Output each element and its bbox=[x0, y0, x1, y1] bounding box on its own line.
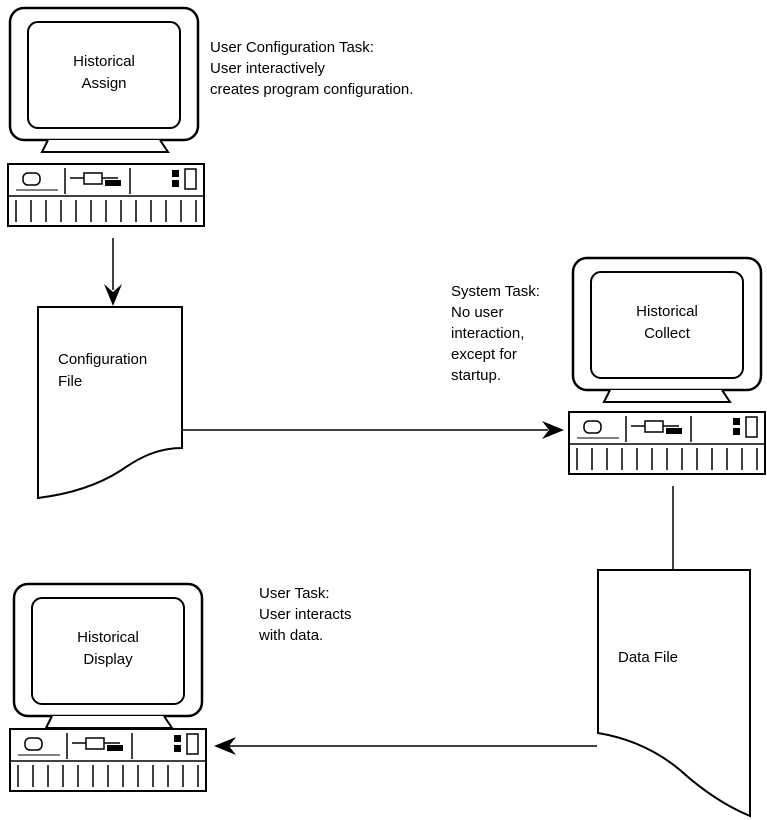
computer-assign: Historical Assign bbox=[8, 8, 204, 226]
pc-base-assign bbox=[8, 164, 204, 226]
note-system-line5: startup. bbox=[451, 367, 501, 384]
config-file-label-line1: Configuration bbox=[58, 351, 147, 368]
data-file-label: Data File bbox=[618, 649, 678, 666]
computer-display: Historical Display bbox=[10, 584, 206, 791]
note-config-task: User Configuration Task: User interactiv… bbox=[210, 39, 413, 98]
note-user-line3: with data. bbox=[258, 627, 323, 644]
arrow-data-to-display bbox=[214, 737, 597, 755]
note-system-line2: No user bbox=[451, 304, 504, 321]
arrow-assign-to-config bbox=[104, 238, 122, 306]
note-config-line1: User Configuration Task: bbox=[210, 39, 374, 56]
note-system-line3: interaction, bbox=[451, 325, 524, 342]
arrow-config-to-collect bbox=[183, 421, 564, 439]
pc-base-collect bbox=[569, 412, 765, 474]
note-user-line2: User interacts bbox=[259, 606, 352, 623]
note-system-task: System Task: No user interaction, except… bbox=[451, 283, 540, 384]
screen-label-collect-line2: Collect bbox=[644, 325, 691, 342]
note-config-line2: User interactively bbox=[210, 60, 326, 77]
screen-label-assign-line1: Historical bbox=[73, 53, 135, 70]
screen-label-collect-line1: Historical bbox=[636, 303, 698, 320]
document-data-file: Data File bbox=[598, 570, 750, 816]
note-system-line4: except for bbox=[451, 346, 517, 363]
note-user-task: User Task: User interacts with data. bbox=[258, 585, 352, 644]
note-system-line1: System Task: bbox=[451, 283, 540, 300]
screen-label-display-line2: Display bbox=[83, 651, 133, 668]
computer-collect: Historical Collect bbox=[569, 258, 765, 474]
document-config-file: Configuration File bbox=[38, 307, 182, 498]
note-user-line1: User Task: bbox=[259, 585, 330, 602]
screen-label-display-line1: Historical bbox=[77, 629, 139, 646]
note-config-line3: creates program configuration. bbox=[210, 81, 413, 98]
pc-base-display bbox=[10, 729, 206, 791]
screen-label-assign-line2: Assign bbox=[81, 75, 126, 92]
config-file-label-line2: File bbox=[58, 373, 82, 390]
